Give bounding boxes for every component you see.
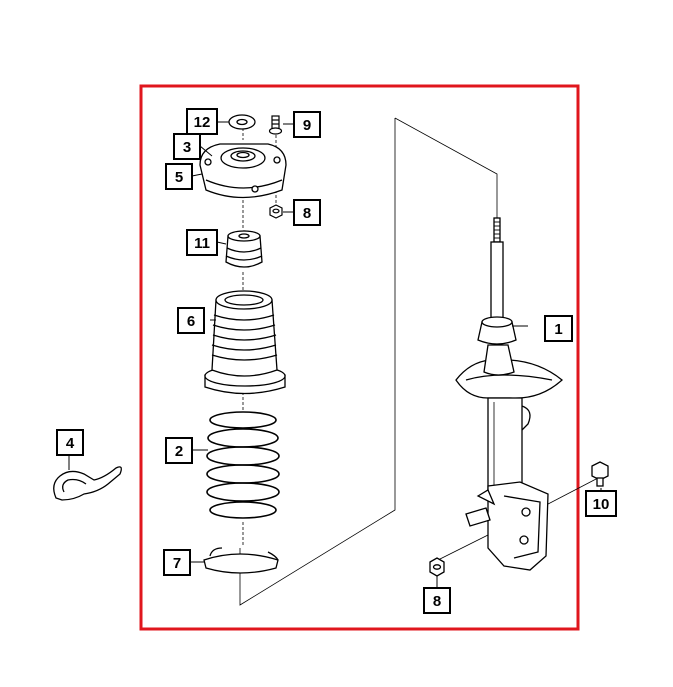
callout-2: 2 — [165, 437, 193, 464]
callout-label: 6 — [187, 313, 195, 330]
callout-8-bottom: 8 — [423, 587, 451, 614]
callout-5: 5 — [165, 163, 193, 190]
strut-body-part-1 — [455, 217, 563, 571]
bolt-part-10 — [591, 461, 609, 487]
callout-label: 11 — [194, 235, 210, 252]
callout-label: 10 — [593, 496, 610, 513]
callout-4: 4 — [56, 429, 84, 456]
callout-label: 1 — [554, 321, 562, 338]
callout-label: 7 — [173, 555, 181, 572]
leader-lines — [68, 121, 602, 588]
nut-part-8-top — [269, 204, 283, 219]
callout-7: 7 — [163, 549, 191, 576]
nut-part-8-bottom — [429, 557, 445, 577]
callout-3: 3 — [173, 133, 201, 160]
callout-12: 12 — [186, 108, 218, 135]
coil-spring-part-2 — [206, 411, 280, 519]
callout-label: 3 — [183, 139, 191, 156]
washer-part-12 — [228, 114, 256, 130]
jounce-bumper-part-11 — [225, 230, 263, 268]
callout-1: 1 — [544, 315, 573, 342]
strut-mount-part-5 — [199, 143, 287, 199]
callout-6: 6 — [177, 307, 205, 334]
callout-label: 8 — [433, 593, 441, 610]
callout-label: 8 — [303, 205, 311, 222]
callout-label: 4 — [66, 435, 75, 452]
callout-10: 10 — [585, 490, 617, 517]
bolt-part-9 — [268, 115, 283, 135]
callout-9: 9 — [293, 111, 321, 138]
highlight-frame — [139, 84, 580, 631]
callout-label: 12 — [194, 114, 211, 131]
clip-part-4 — [53, 466, 122, 501]
callout-8-top: 8 — [293, 199, 321, 226]
callout-11: 11 — [186, 229, 218, 256]
spring-isolator-part-7 — [203, 547, 279, 574]
dust-boot-part-6 — [204, 290, 286, 395]
callout-label: 9 — [303, 117, 311, 134]
callout-label: 2 — [175, 443, 183, 460]
callout-label: 5 — [175, 169, 183, 186]
